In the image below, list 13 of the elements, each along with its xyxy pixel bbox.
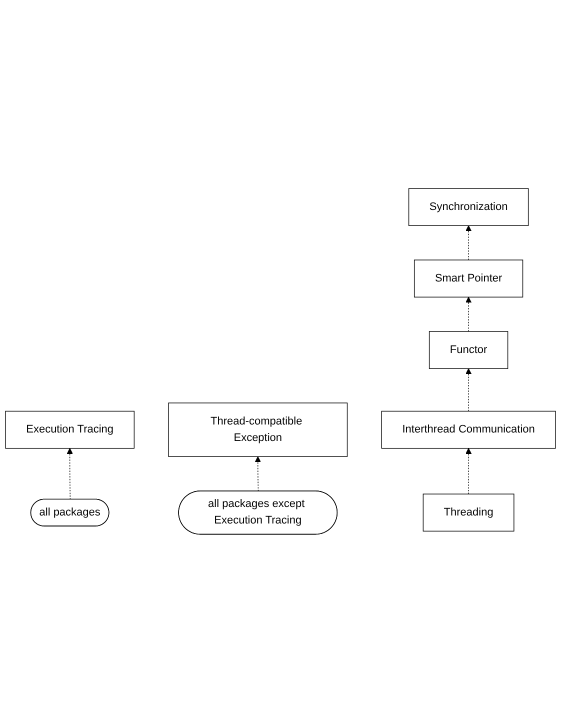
arrow <box>254 456 261 492</box>
arrow <box>466 225 472 260</box>
node-box: Execution Tracing <box>5 410 134 449</box>
arrow <box>466 448 472 494</box>
arrow <box>466 296 472 332</box>
node-box: Threading <box>422 494 514 532</box>
node-box: Smart Pointer <box>414 260 524 298</box>
node-box: Synchronization <box>408 188 529 226</box>
arrow <box>466 368 472 412</box>
node-box: Thread-compatible Exception <box>168 402 348 458</box>
arrow <box>66 448 73 500</box>
node-box: Interthread Communication <box>381 410 556 449</box>
node-box: Functor <box>428 331 508 370</box>
